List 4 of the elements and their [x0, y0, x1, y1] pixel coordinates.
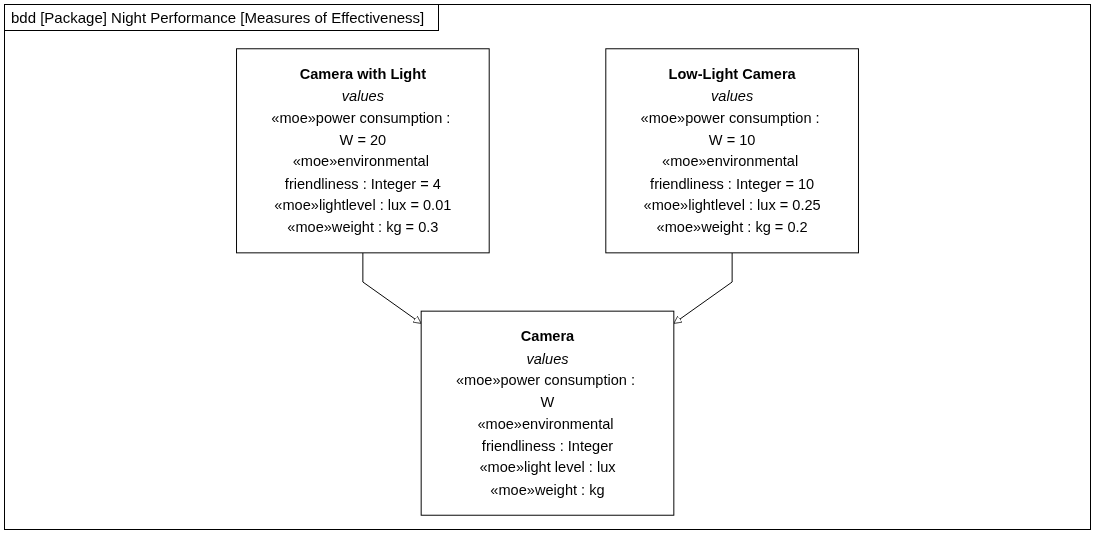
frame-title: bdd [Package] Night Performance [Measures of Effectiveness]	[5, 5, 440, 31]
node-box: Camera with Light values «moe»power consumption : W = 20 «moe»environmental friendliness : Integer = 4 «moe»lightlevel : lux = 0.01 «moe»weight : kg = 0.3	[236, 48, 490, 254]
node-box: Low-Light Camera values «moe»power consumption : W = 10 «moe»environmental friendliness : Integer = 10 «moe»lightlevel : lux = 0.25 «moe»weight : kg = 0.2	[605, 48, 859, 254]
node-box: Camera values «moe»power consumption : W «moe»environmental friendliness : Integer «moe»light level : lux «moe»weight : kg	[420, 310, 675, 516]
